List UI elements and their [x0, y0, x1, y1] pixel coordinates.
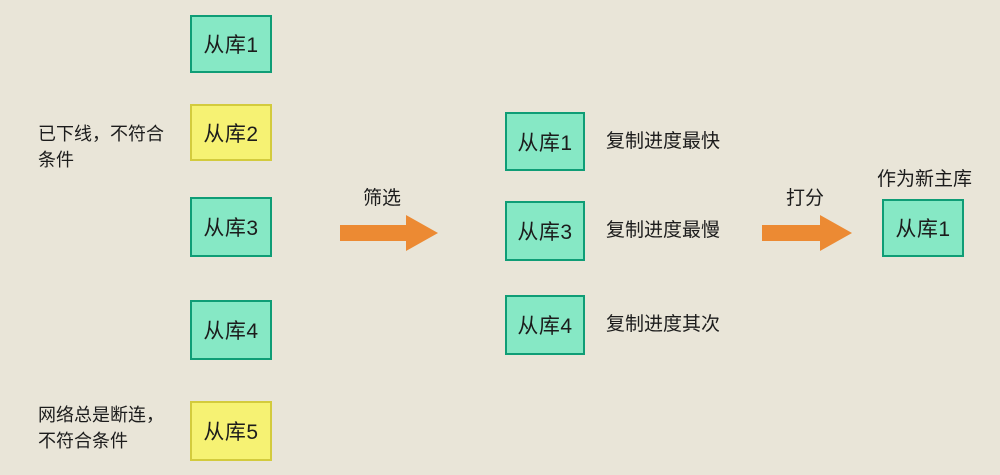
- slave-box-2-label: 从库2: [203, 122, 259, 146]
- replication-note-slowest: 复制进度最慢: [606, 220, 721, 241]
- new-master-box: 从库1: [882, 199, 964, 257]
- slave-box-4: 从库4: [190, 300, 272, 360]
- filtered-box-1-label: 从库1: [517, 131, 573, 155]
- new-master-box-label: 从库1: [895, 218, 951, 241]
- score-arrow-label: 打分: [786, 188, 825, 209]
- replication-note-fastest: 复制进度最快: [606, 131, 721, 152]
- filtered-box-2-label: 从库3: [517, 221, 573, 244]
- slave-box-1: 从库1: [190, 15, 272, 73]
- filter-arrow-body: [340, 225, 408, 241]
- replication-note-second: 复制进度其次: [606, 314, 721, 335]
- annotation-network-disconnect: 网络总是断连， 不符合条件: [38, 405, 164, 451]
- filtered-box-3: 从库4: [505, 295, 585, 355]
- slave-box-5: 从库5: [190, 401, 272, 461]
- new-master-title: 作为新主库: [877, 169, 973, 190]
- slave-box-3-label: 从库3: [203, 217, 259, 240]
- filter-arrow-head-icon: [406, 215, 438, 251]
- slave-box-5-label: 从库5: [203, 421, 259, 444]
- slave-box-3: 从库3: [190, 197, 272, 257]
- slave-box-2: 从库2: [190, 104, 272, 161]
- annotation-offline: 已下线，不符合 条件: [38, 124, 164, 170]
- filter-arrow-label: 筛选: [363, 188, 402, 209]
- score-arrow-head-icon: [820, 215, 852, 251]
- score-arrow-body: [762, 225, 822, 241]
- slave-box-4-label: 从库4: [203, 320, 259, 343]
- slave-box-1-label: 从库1: [203, 34, 259, 57]
- filtered-box-1: 从库1: [505, 112, 585, 171]
- filtered-box-2: 从库3: [505, 201, 585, 261]
- filtered-box-3-label: 从库4: [517, 315, 573, 338]
